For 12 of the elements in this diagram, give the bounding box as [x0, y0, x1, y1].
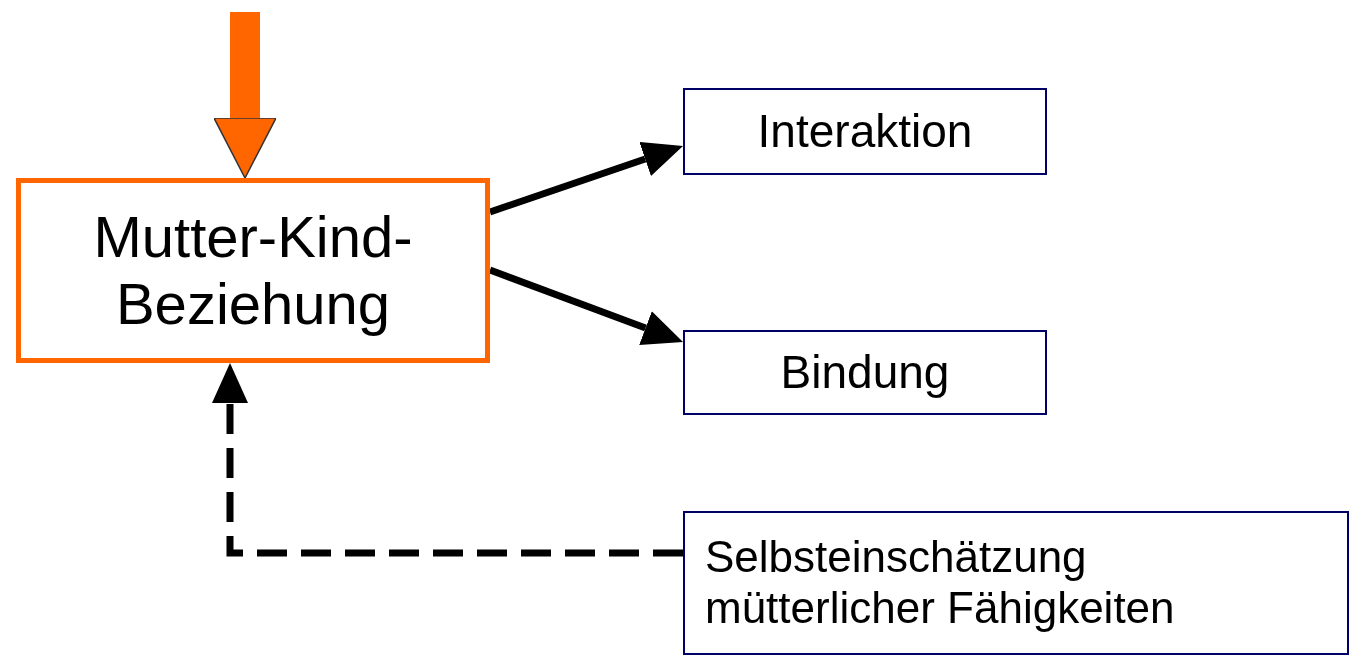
process-box — [683, 511, 1349, 655]
arrow — [488, 141, 683, 216]
node-label: Interaktion — [757, 105, 973, 158]
arrow — [488, 266, 683, 345]
node-label: Mutter-Kind-Beziehung — [92, 203, 414, 338]
node-label: Selbsteinschätzung mütterlicher Fähigkeiten — [705, 532, 1176, 634]
process-box — [683, 88, 1047, 175]
node-label: Bindung — [780, 346, 950, 399]
block-arrow — [213, 12, 277, 179]
process-box — [683, 330, 1047, 415]
main-box — [16, 178, 490, 363]
dashed-arrow — [212, 363, 683, 557]
